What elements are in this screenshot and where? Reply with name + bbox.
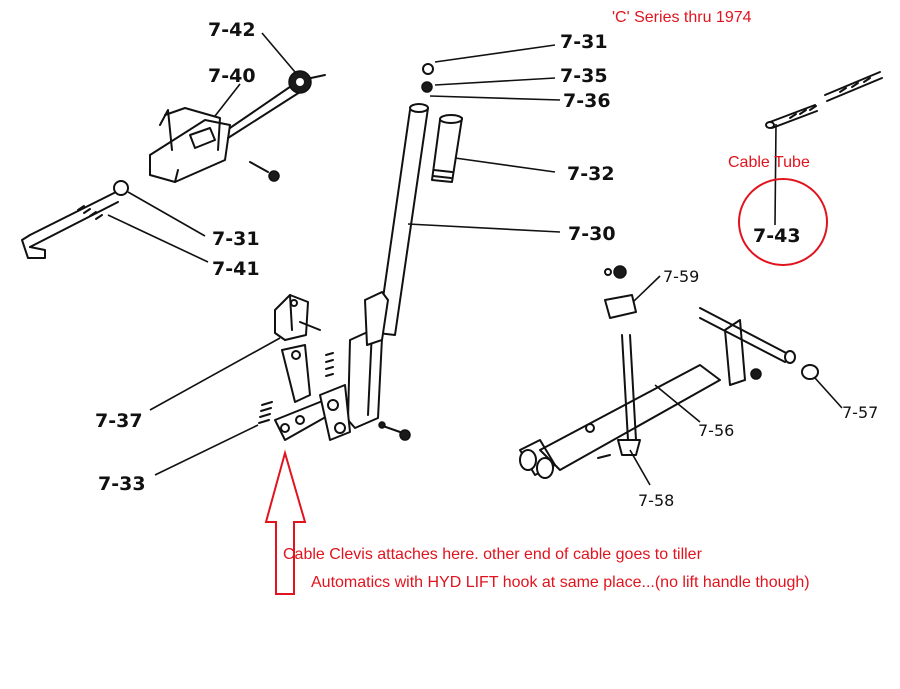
label-7-40: 7-40	[208, 65, 256, 87]
leader-lines	[107, 32, 843, 486]
label-7-56: 7-56	[698, 421, 734, 440]
highlight-circle-7-43	[738, 178, 828, 266]
label-7-58: 7-58	[638, 491, 674, 510]
label-7-33: 7-33	[98, 473, 146, 495]
pivot-block-7-37	[274, 294, 309, 341]
clevis-note-line2: Automatics with HYD LIFT hook at same pl…	[311, 574, 810, 591]
clevis-7-59	[604, 265, 637, 319]
clevis-note-line1: Cable Clevis attaches here. other end of…	[283, 546, 702, 563]
bracket-assembly	[149, 79, 301, 183]
label-7-32: 7-32	[567, 163, 615, 185]
red-annotations	[264, 178, 828, 595]
rod-7-41	[21, 180, 129, 259]
cable-tube-7-43	[765, 71, 883, 129]
cable-tube-note: Cable Tube	[728, 154, 810, 171]
label-7-31-left: 7-31	[212, 228, 260, 250]
label-7-37: 7-37	[95, 410, 143, 432]
label-7-43: 7-43	[753, 225, 801, 247]
link-7-33	[274, 344, 351, 441]
screw-bracket	[249, 161, 280, 182]
bushing-7-57	[750, 364, 819, 380]
label-7-31-top: 7-31	[560, 31, 608, 53]
label-7-42: 7-42	[208, 19, 256, 41]
knob-7-42	[288, 70, 326, 94]
label-7-36: 7-36	[563, 90, 611, 112]
quadrant-mount	[347, 291, 389, 429]
label-7-57: 7-57	[842, 403, 878, 422]
label-7-30: 7-30	[568, 223, 616, 245]
series-note: 'C' Series thru 1974	[612, 9, 752, 26]
label-7-59: 7-59	[663, 267, 699, 286]
label-7-41: 7-41	[212, 258, 260, 280]
part-labels: 7-42 7-40 7-31 7-35 7-36 7-32 7-30 7-31 …	[95, 19, 878, 510]
grip-7-32	[431, 114, 463, 183]
rod-7-58	[597, 334, 641, 459]
up-arrow	[264, 449, 307, 595]
lift-arm-7-56	[519, 307, 796, 479]
bolt-center	[299, 321, 411, 441]
lift-handle-7-30	[377, 63, 434, 336]
label-7-35: 7-35	[560, 65, 608, 87]
spring-7-33	[258, 352, 334, 424]
